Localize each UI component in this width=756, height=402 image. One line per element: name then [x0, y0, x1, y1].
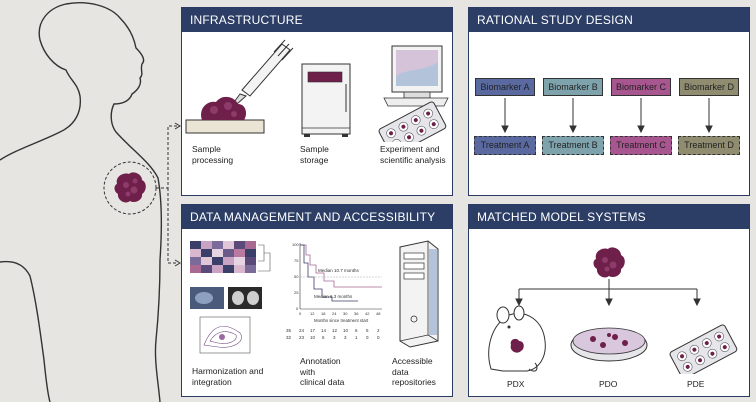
km-xtick-30: 30 — [343, 311, 348, 316]
infrastructure-title: INFRASTRUCTURE — [182, 8, 452, 32]
arm-outline — [0, 260, 51, 402]
km-ytick-75: 75 — [294, 258, 299, 263]
km-risk-2-2: 10 — [310, 335, 316, 340]
biomarker-d-box: Biomarker D — [679, 78, 739, 96]
km-risk-2-4: 3 — [333, 335, 336, 340]
matched-model-systems-title: MATCHED MODEL SYSTEMS — [469, 205, 749, 229]
km-risk-1-3: 14 — [321, 328, 327, 333]
km-xtick-48: 48 — [376, 311, 381, 316]
km-risk-1-0: 35 — [286, 328, 292, 333]
tumor-icon — [114, 172, 146, 203]
km-xtick-36: 36 — [354, 311, 359, 316]
km-risk-2-0: 32 — [286, 335, 292, 340]
rational-study-design-title: RATIONAL STUDY DESIGN — [469, 8, 749, 32]
well-plate-icon — [669, 324, 738, 374]
biomarker-a-box: Biomarker A — [475, 78, 535, 96]
human-silhouette-illustration — [0, 2, 163, 402]
well-plate-icon — [378, 101, 447, 142]
infrastructure-panel: INFRASTRUCTURE — [181, 7, 453, 196]
treatment-a-box: Treatment A — [474, 136, 536, 155]
km-ytick-0: 0 — [296, 306, 299, 311]
km-xtick-18: 18 — [321, 311, 326, 316]
km-risk-2-8: 0 — [377, 335, 380, 340]
connector-lines — [156, 122, 181, 267]
km-xtick-24: 24 — [332, 311, 337, 316]
pdo-label: PDO — [599, 379, 618, 389]
biomarker-c-box: Biomarker C — [611, 78, 671, 96]
km-xtick-0: 0 — [299, 311, 302, 316]
tissue-sample-icon — [201, 96, 246, 120]
kaplan-meier-plot — [299, 243, 382, 310]
data-management-illustrations: Median 10.7 months Median 6.3 months 100… — [190, 240, 439, 354]
infrastructure-illustrations — [185, 39, 449, 142]
mouse-icon — [488, 305, 546, 372]
km-risk-1-8: 2 — [377, 328, 380, 333]
km-risk-1-6: 6 — [355, 328, 358, 333]
pdx-label: PDX — [507, 379, 525, 389]
km-risk-1-5: 10 — [343, 328, 349, 333]
rational-study-design-panel: RATIONAL STUDY DESIGN Biomarker A Biomar… — [468, 7, 750, 196]
heatmap-icon — [190, 241, 271, 273]
km-risk-2-7: 0 — [366, 335, 369, 340]
treatment-b-box: Treatment B — [542, 136, 604, 155]
treatment-d-box: Treatment D — [678, 136, 740, 155]
km-risk-1-2: 17 — [310, 328, 316, 333]
matched-model-systems-panel: MATCHED MODEL SYSTEMS — [468, 204, 750, 397]
biomarker-treatment-arrows — [501, 98, 713, 134]
km-ytick-50: 50 — [294, 274, 299, 279]
km-risk-1-4: 12 — [332, 328, 338, 333]
km-risk-2-6: 1 — [355, 335, 358, 340]
freezer-icon — [301, 63, 351, 137]
km-xlabel: Months since treatment start — [314, 318, 369, 323]
scalpel-icon — [185, 39, 294, 134]
km-median-top: Median 10.7 months — [318, 268, 360, 273]
km-risk-2-3: 6 — [322, 335, 325, 340]
pde-label: PDE — [687, 379, 705, 389]
branch-arrows — [515, 279, 701, 307]
km-risk-1-7: 5 — [366, 328, 369, 333]
km-xtick-12: 12 — [310, 311, 315, 316]
km-risk-1-1: 24 — [299, 328, 305, 333]
matched-models-illustrations — [488, 247, 738, 374]
km-risk-2-5: 3 — [344, 335, 347, 340]
km-risk-2-1: 23 — [299, 335, 305, 340]
treatment-c-box: Treatment C — [610, 136, 672, 155]
computer-icon — [383, 45, 449, 107]
scatter-plot-icon — [199, 316, 251, 354]
biomarker-b-box: Biomarker B — [543, 78, 603, 96]
km-ytick-100: 100 — [292, 242, 299, 247]
server-tower-icon — [399, 240, 439, 348]
km-xtick-42: 42 — [365, 311, 370, 316]
petri-dish-icon — [570, 327, 648, 362]
data-management-panel: DATA MANAGEMENT AND ACCESSIBILITY — [181, 204, 453, 397]
km-ytick-25: 25 — [294, 290, 299, 295]
data-management-title: DATA MANAGEMENT AND ACCESSIBILITY — [182, 205, 452, 229]
body-outline — [0, 2, 163, 402]
km-median-bottom: Median 6.3 months — [314, 294, 353, 299]
tumor-icon — [593, 247, 625, 278]
